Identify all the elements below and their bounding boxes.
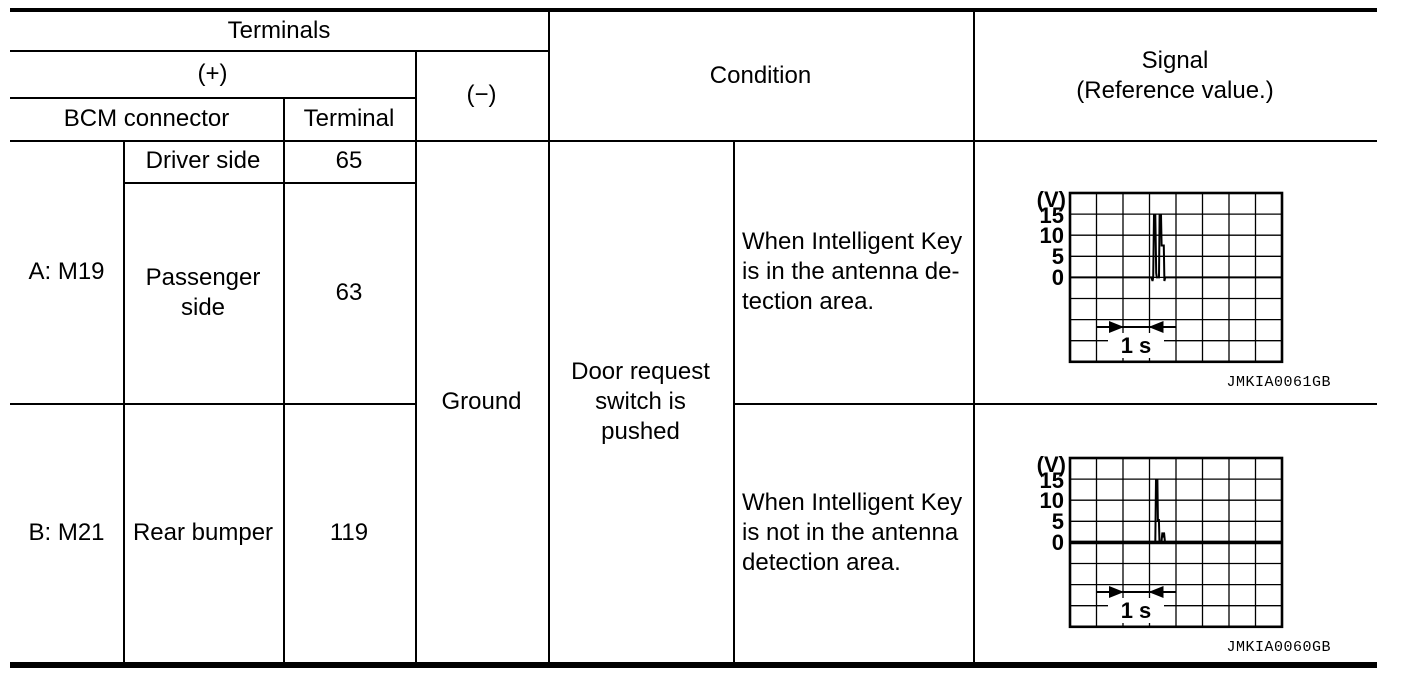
header-terminal-label: Terminal: [303, 104, 395, 132]
header-signal-line2: (Reference value.): [1076, 77, 1274, 104]
header-bcm-connector: BCM connector: [10, 97, 283, 140]
header-minus-label: (−): [466, 81, 497, 108]
driver-side-cell: Driver side: [123, 140, 283, 182]
condition-out-area-line1: When Intelligent Key: [742, 489, 963, 516]
condition-main-line1: Door request: [571, 357, 710, 385]
terminal-63-cell: 63: [283, 182, 415, 403]
time-scale-label: 1 s: [1121, 333, 1152, 358]
header-terminals-label: Terminals: [227, 17, 331, 44]
figure-code-top: JMKIA0061GB: [1226, 374, 1331, 391]
condition-in-area-line3: tection area.: [742, 287, 875, 315]
ytick-5: 5: [1052, 244, 1064, 269]
table-bottom-border: [10, 662, 1377, 668]
waveform-trace: [1070, 213, 1282, 282]
passenger-side-line2: side: [180, 293, 226, 321]
ytick-0: 0: [1052, 530, 1064, 555]
ytick-15: 15: [1040, 468, 1064, 493]
driver-side-label: Driver side: [145, 147, 261, 174]
ytick-10: 10: [1040, 223, 1064, 248]
rear-bumper-cell: Rear bumper: [123, 403, 283, 663]
divider-row-a-b-right: [733, 403, 1377, 405]
vline-minus-col: [415, 50, 417, 663]
voltage-unit-label: (V): [1037, 187, 1066, 212]
arrow-left-icon: [1148, 586, 1164, 598]
connector-b-label: B: M21: [28, 519, 105, 546]
terminal-119-value: 119: [329, 519, 369, 546]
ground-cell: Ground: [415, 140, 548, 663]
header-plus: (+): [10, 50, 415, 97]
condition-out-area-cell: When Intelligent Key is not in the anten…: [733, 403, 973, 663]
ytick-0: 0: [1052, 265, 1064, 290]
time-scale-marker: 1 s: [1096, 321, 1176, 358]
header-bcm-connector-label: BCM connector: [63, 104, 230, 132]
divider-under-header: [10, 140, 1377, 142]
passenger-side-line1: Passenger: [145, 263, 261, 291]
terminal-63-value: 63: [335, 278, 363, 306]
ground-label: Ground: [441, 387, 522, 415]
header-minus: (−): [415, 50, 548, 140]
connector-a-label: A: M19: [28, 257, 105, 285]
condition-main-line2: switch is: [595, 387, 686, 415]
vline-condition-split: [733, 140, 735, 663]
oscillogram-key-out-area: 1 s (V) 15 10 5 0: [1037, 452, 1284, 629]
divider-row-a-b-left: [10, 403, 415, 405]
divider-under-terminals: [10, 50, 548, 52]
passenger-side-cell: Passenger side: [123, 182, 283, 403]
header-terminal: Terminal: [283, 97, 415, 140]
rear-bumper-label: Rear bumper: [132, 519, 274, 546]
figure-code-bottom: JMKIA0060GB: [1226, 639, 1331, 656]
condition-in-area-line2: is in the antenna de-: [742, 257, 960, 285]
arrow-right-icon: [1109, 321, 1124, 333]
time-scale-marker: 1 s: [1096, 586, 1176, 623]
waveform-trace: [1070, 478, 1282, 544]
terminal-65-cell: 65: [283, 140, 415, 182]
condition-out-area-line3: detection area.: [742, 549, 901, 576]
condition-out-area-line2: is not in the antenna: [742, 519, 959, 546]
terminal-65-value: 65: [335, 147, 363, 174]
ytick-5: 5: [1052, 509, 1064, 534]
oscillogram-key-in-area: 1 s (V) 15 10 5 0: [1037, 187, 1284, 364]
divider-under-plus: [10, 97, 415, 99]
condition-in-area-line1: When Intelligent Key: [742, 227, 963, 255]
header-condition-label: Condition: [709, 62, 812, 89]
connector-b-cell: B: M21: [10, 403, 123, 663]
ytick-15: 15: [1040, 203, 1064, 228]
condition-main-cell: Door request switch is pushed: [548, 140, 733, 663]
vline-signal-col: [973, 8, 975, 663]
header-condition: Condition: [548, 12, 973, 140]
table-top-border: [10, 8, 1377, 12]
vline-condition-col: [548, 8, 550, 663]
ytick-10: 10: [1040, 488, 1064, 513]
divider-under-driver-row: [123, 182, 415, 184]
arrow-left-icon: [1148, 321, 1164, 333]
terminal-119-cell: 119: [283, 403, 415, 663]
condition-main-line3: pushed: [601, 417, 680, 445]
header-terminals: Terminals: [10, 12, 548, 50]
vline-terminal-col: [283, 97, 285, 663]
arrow-right-icon: [1109, 586, 1124, 598]
header-plus-label: (+): [197, 59, 228, 87]
condition-in-area-cell: When Intelligent Key is in the antenna d…: [733, 140, 973, 403]
time-scale-label: 1 s: [1121, 598, 1152, 623]
voltage-unit-label: (V): [1037, 452, 1066, 477]
header-signal-line1: Signal: [1141, 47, 1209, 74]
connector-a-cell: A: M19: [10, 140, 123, 403]
vline-connector-col: [123, 140, 125, 663]
header-signal: Signal (Reference value.): [973, 12, 1377, 140]
